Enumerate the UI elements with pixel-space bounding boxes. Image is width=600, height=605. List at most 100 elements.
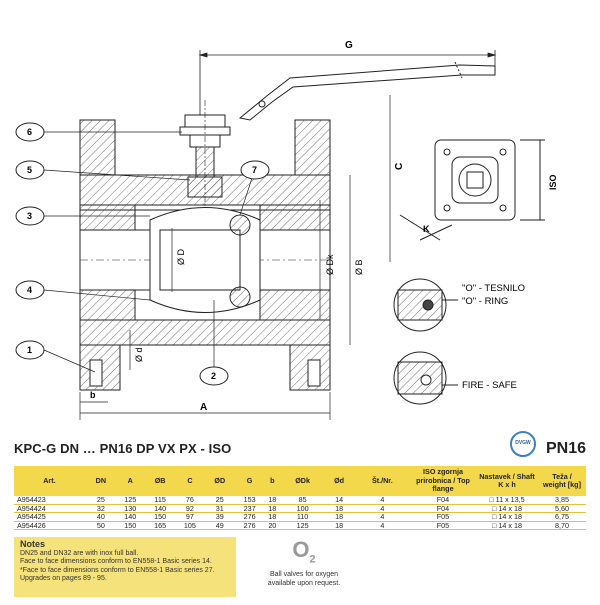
col-small-d: Ød	[323, 466, 355, 496]
notes-box: Notes DN25 and DN32 are with inox full b…	[14, 537, 236, 597]
cell: 85	[298, 495, 307, 504]
dim-label-c: C	[394, 163, 405, 170]
cell: 130	[124, 503, 137, 513]
cell: □ 14 x 18	[492, 512, 522, 521]
col-a: A	[116, 466, 144, 496]
cell: 18	[268, 495, 277, 504]
cell: F04	[436, 503, 450, 513]
oxygen-line-2: available upon request.	[267, 579, 341, 587]
callout-4: 4	[15, 280, 151, 301]
cell: 140	[124, 512, 137, 521]
cell: F04	[436, 495, 450, 504]
cell: 3,85	[555, 495, 569, 504]
dim-label-d: Ø D	[176, 248, 186, 265]
cell: 140	[154, 503, 167, 513]
cell: 150	[154, 512, 167, 521]
cell: A954423	[17, 495, 46, 504]
cell: 4	[380, 495, 385, 504]
cell: 18	[335, 520, 344, 530]
dvgw-badge-text: DVGW	[515, 440, 531, 446]
cell: 92	[185, 503, 194, 513]
callout-6-label: 6	[27, 127, 32, 137]
dim-label-small-b: b	[90, 390, 96, 400]
cell: 25	[96, 495, 105, 504]
callout-3-label: 3	[27, 211, 32, 221]
cell: 49	[215, 520, 224, 530]
col-nr: Št./Nr.	[354, 466, 410, 496]
cell: 50	[96, 520, 105, 530]
col-dn: DN	[84, 466, 117, 496]
cell: 14	[335, 495, 344, 504]
table-row: A954423 25 125 115 76 25 153 18 85 14 4 …	[14, 496, 586, 504]
table-row: A954425 40 140 150 97 39 276 18 110 18 4…	[14, 512, 586, 521]
cell: □ 14 x 18	[492, 520, 522, 530]
spec-table: Art. DN A ØB C ØD G b ØDk Ød Št./Nr. ISO…	[14, 466, 586, 530]
oxygen-line-1: Ball valves for oxygen	[269, 571, 339, 579]
col-dk: ØDk	[281, 466, 324, 496]
cell: 105	[183, 520, 196, 530]
dim-label-b: Ø B	[354, 259, 364, 275]
cell: 18	[268, 503, 277, 513]
cell: 110	[296, 512, 309, 521]
top-flange-view	[399, 139, 545, 241]
cell: 97	[185, 512, 194, 521]
cell: 276	[243, 512, 256, 521]
cell: A954426	[17, 520, 46, 530]
callout-2: 2	[199, 300, 229, 386]
notes-line: Face to face dimensions conform to EN558…	[20, 558, 212, 565]
callout-5-label: 5	[27, 165, 32, 175]
dim-label-a: A	[200, 402, 207, 413]
cell: 18	[335, 512, 344, 521]
cell: 20	[268, 520, 277, 530]
cell: 4	[380, 503, 385, 513]
cell: 76	[185, 495, 194, 504]
callouts: 6 5 3 4 1 2 7	[15, 122, 270, 386]
oxygen-icon: O2	[292, 537, 316, 566]
cell: 165	[154, 520, 167, 530]
cell: 5,60	[555, 503, 569, 513]
dvgw-badge-icon: DVGW	[510, 431, 536, 457]
col-c: C	[176, 466, 204, 496]
callout-1-label: 1	[27, 345, 32, 355]
cell: 276	[243, 520, 256, 530]
col-shaft: Nastavek / Shaft K x h	[476, 466, 538, 496]
table-row: A954424 32 130 140 92 31 237 18 100 18 4…	[14, 504, 586, 513]
cell: 4	[380, 512, 385, 521]
callout-3: 3	[15, 206, 150, 226]
handle-lever	[238, 61, 496, 121]
cell: 39	[215, 512, 224, 521]
cell: A954425	[17, 512, 46, 521]
cell: 8,70	[555, 520, 569, 530]
callout-6: 6	[15, 122, 182, 142]
cell: 237	[243, 503, 256, 513]
col-small-b: b	[262, 466, 282, 496]
pressure-label: PN16	[545, 440, 586, 457]
callout-2-label: 2	[211, 371, 216, 381]
cell: F05	[436, 512, 450, 521]
col-iso: ISO zgornja prirobnica / Top flange	[410, 466, 476, 496]
callout-7: 7	[239, 160, 270, 216]
notes-line: *Face to face dimensions conform to EN55…	[20, 566, 215, 574]
cell: 40	[96, 512, 105, 521]
cell: 31	[215, 503, 224, 513]
callout-1: 1	[15, 340, 96, 373]
notes-title: Notes	[20, 539, 46, 549]
label-o-tesnilo: "O" - TESNILO	[462, 283, 525, 294]
cell: 6,75	[555, 512, 569, 521]
dim-label-k: K	[423, 224, 430, 234]
notes-line: Upgrades on pages 89 - 95.	[20, 575, 107, 582]
cell: 150	[124, 520, 137, 530]
product-header: KPC-G DN … PN16 DP VX PX - ISO DVGW PN16	[14, 431, 586, 463]
notes-line: DN25 and DN32 are with inox full ball.	[20, 549, 139, 557]
o-ring-detail	[393, 278, 458, 332]
cell: 18	[268, 512, 277, 521]
label-o-ring: "O" - RING	[462, 296, 508, 307]
spec-table-header: Art. DN A ØB C ØD G b ØDk Ød Št./Nr. ISO…	[14, 466, 586, 496]
dim-lines	[79, 95, 391, 420]
oxygen-info: O2 Ball valves for oxygen available upon…	[254, 537, 354, 588]
dim-label-small-d: Ø d	[134, 347, 144, 362]
cell: 100	[296, 503, 309, 513]
dim-label-dk: Ø Dk	[325, 254, 335, 275]
dimension-g	[198, 50, 497, 118]
technical-drawing: G	[15, 40, 558, 420]
